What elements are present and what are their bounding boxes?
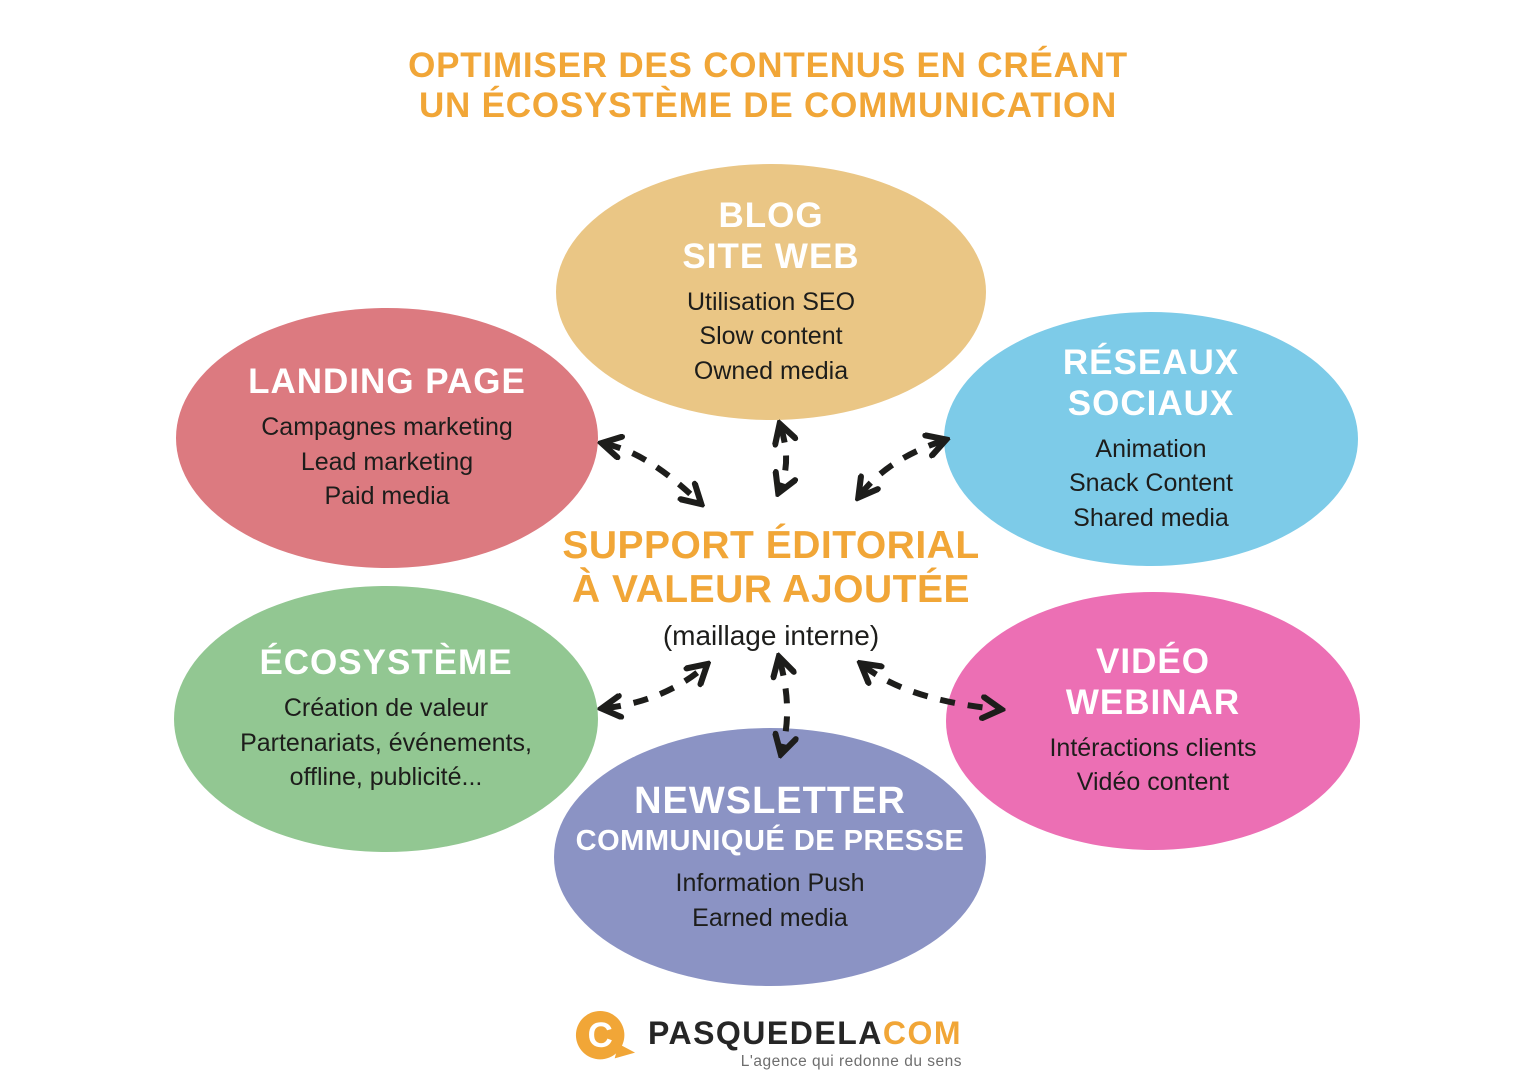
node-blog-heading: BLOG SITE WEB — [682, 196, 859, 278]
brand-logo: C PASQUEDELACOM L'agence qui redonne du … — [0, 1006, 1536, 1072]
list-item: Paid media — [324, 482, 450, 511]
bubble-letter: C — [588, 1016, 613, 1055]
list-item: offline, publicité... — [289, 763, 483, 792]
node-reseaux-heading: RÉSEAUX SOCIAUX — [1063, 343, 1239, 425]
brand-tagline: L'agence qui redonne du sens — [740, 1053, 963, 1071]
node-video-heading-line2: WEBINAR — [1065, 683, 1241, 722]
center-subtitle: (maillage interne) — [662, 620, 880, 652]
list-item: Information Push — [675, 869, 865, 898]
brand-name: PASQUEDELACOM — [648, 1014, 962, 1052]
list-item: Owned media — [693, 356, 849, 385]
node-video-heading: VIDÉO WEBINAR — [1066, 642, 1240, 724]
node-landing-heading-line1: LANDING PAGE — [248, 362, 526, 402]
center-title-line1: SUPPORT ÉDITORIAL — [562, 524, 980, 567]
speech-bubble-icon: C — [575, 1010, 636, 1060]
list-item: Vidéo content — [1076, 768, 1230, 797]
node-ecosysteme-heading: ÉCOSYSTÈME — [259, 643, 512, 684]
page-title-line1: OPTIMISER DES CONTENUS EN CRÉANT — [408, 46, 1128, 85]
brand-text-block: PASQUEDELACOM L'agence qui redonne du se… — [648, 1006, 962, 1071]
list-item: Campagnes marketing — [261, 413, 513, 442]
center-title-line2: À VALEUR AJOUTÉE — [571, 567, 971, 611]
node-newsletter-heading-line1: NEWSLETTER — [634, 779, 906, 822]
node-landing-heading: LANDING PAGE — [248, 362, 526, 403]
node-video-items: Intéractions clients Vidéo content — [1049, 731, 1256, 800]
list-item: Création de valeur — [283, 694, 489, 723]
node-newsletter-items: Information Push Earned media — [676, 866, 865, 935]
node-newsletter-heading-line2: COMMUNIQUÉ DE PRESSE — [575, 825, 965, 858]
node-video-heading-line1: VIDÉO — [1096, 642, 1210, 682]
arrow-center-blog — [780, 428, 786, 489]
center-title: SUPPORT ÉDITORIAL À VALEUR AJOUTÉE — [516, 524, 1026, 611]
arrow-center-ecosysteme — [606, 667, 704, 708]
node-blog-items: Utilisation SEO Slow content Owned media — [687, 285, 855, 389]
node-newsletter: NEWSLETTER COMMUNIQUÉ DE PRESSE Informat… — [554, 728, 986, 986]
node-blog-heading-line2: SITE WEB — [682, 236, 860, 276]
list-item: Shared media — [1073, 503, 1229, 532]
page-title-line2: UN ÉCOSYSTÈME DE COMMUNICATION — [418, 86, 1118, 125]
list-item: Intéractions clients — [1049, 733, 1257, 762]
arrow-center-landing-page — [606, 444, 698, 501]
list-item: Utilisation SEO — [686, 287, 856, 316]
node-blog-site-web: BLOG SITE WEB Utilisation SEO Slow conte… — [556, 164, 986, 420]
node-landing-page: LANDING PAGE Campagnes marketing Lead ma… — [176, 308, 598, 568]
node-blog-heading-line1: BLOG — [718, 195, 824, 235]
node-newsletter-heading: NEWSLETTER COMMUNIQUÉ DE PRESSE — [576, 779, 965, 859]
node-ecosysteme-heading-line1: ÉCOSYSTÈME — [259, 643, 513, 683]
brand-name-accent: COM — [882, 1015, 963, 1051]
list-item: Lead marketing — [300, 447, 474, 476]
list-item: Animation — [1095, 434, 1207, 463]
list-item: Partenariats, événements, — [240, 728, 532, 757]
arrow-center-reseaux-sociaux — [861, 441, 942, 494]
list-item: Snack Content — [1069, 469, 1233, 498]
list-item: Earned media — [692, 903, 848, 932]
node-reseaux-items: Animation Snack Content Shared media — [1069, 432, 1233, 536]
node-landing-items: Campagnes marketing Lead marketing Paid … — [261, 410, 513, 514]
list-item: Slow content — [699, 322, 843, 351]
brand-name-dark: PASQUEDELA — [647, 1015, 883, 1051]
node-reseaux-sociaux: RÉSEAUX SOCIAUX Animation Snack Content … — [944, 312, 1358, 566]
node-reseaux-heading-line2: SOCIAUX — [1067, 383, 1235, 423]
center-label: SUPPORT ÉDITORIAL À VALEUR AJOUTÉE (mail… — [516, 524, 1026, 652]
page-title: OPTIMISER DES CONTENUS EN CRÉANT UN ÉCOS… — [0, 46, 1536, 126]
node-ecosysteme-items: Création de valeur Partenariats, événeme… — [240, 691, 532, 795]
node-video-webinar: VIDÉO WEBINAR Intéractions clients Vidéo… — [946, 592, 1360, 850]
node-ecosysteme: ÉCOSYSTÈME Création de valeur Partenaria… — [174, 586, 598, 852]
node-reseaux-heading-line1: RÉSEAUX — [1062, 342, 1240, 382]
